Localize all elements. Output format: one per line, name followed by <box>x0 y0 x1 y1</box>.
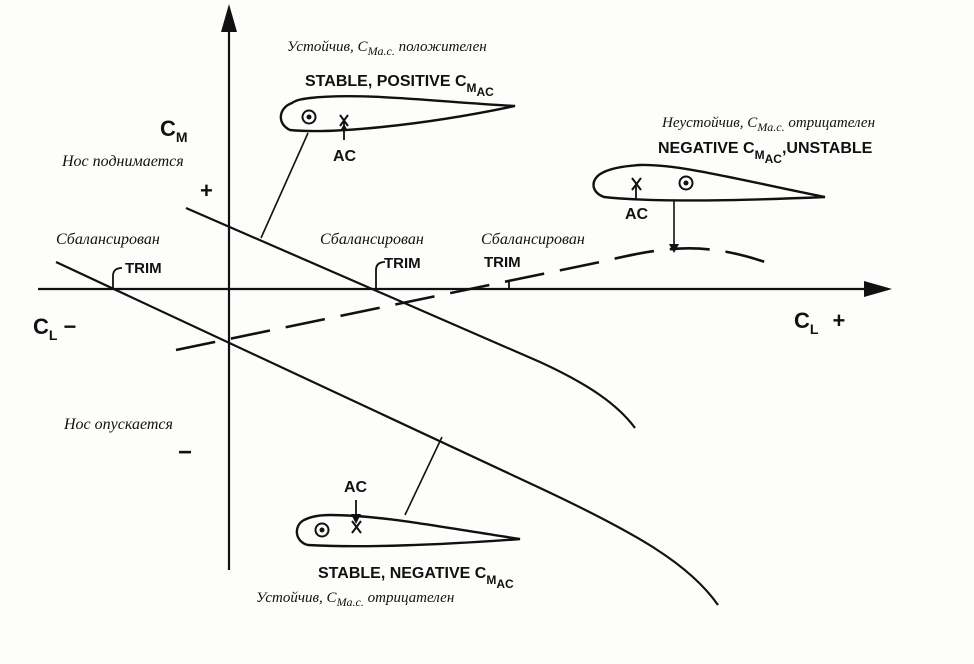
ac-arrow-top <box>340 124 348 131</box>
cg-symbol-top <box>301 109 317 125</box>
cg-symbol-right <box>678 175 694 191</box>
trim-ru-right: Сбалансирован <box>481 231 585 248</box>
axes <box>38 4 892 570</box>
stable-negative-en-label: STABLE, NEGATIVE CMAC <box>318 565 514 591</box>
trim-marker-left: TRIM Сбалансирован <box>56 231 162 288</box>
unstable-cmac-dashed-line <box>175 247 766 352</box>
trim-label-middle: TRIM <box>384 255 421 272</box>
ac-cross-right <box>631 177 642 191</box>
trim-leader-left <box>112 267 123 288</box>
stable-positive-en-label: STABLE, POSITIVE CMAC <box>305 73 494 99</box>
trim-marker-right: TRIM Сбалансирован <box>481 231 585 289</box>
nose-up-label: Нос поднимается <box>61 153 184 170</box>
cg-symbol-top-center <box>306 114 312 120</box>
cm-axis-arrowhead <box>221 4 237 32</box>
airfoil-top-outline <box>279 94 516 133</box>
nose-down-label: Нос опускается <box>63 416 173 433</box>
airfoil-bottom-outline <box>295 513 521 548</box>
airfoil-negative-unstable: AC Неустойчив, CMa.c. отрицателен NEGATI… <box>592 115 875 253</box>
ac-label-right: AC <box>625 206 649 223</box>
negative-unstable-en-label: NEGATIVE CMAC,UNSTABLE <box>658 140 873 166</box>
stable-positive-cmac-line <box>185 206 636 429</box>
trim-ru-middle: Сбалансирован <box>320 231 424 248</box>
airfoil-right-leader-arrow <box>669 244 679 253</box>
airfoil-stable-positive: AC Устойчив, CMa.c. положителен STABLE, … <box>260 39 516 239</box>
stable-negative-ru-label: Устойчив, CMa.c. отрицателен <box>256 590 454 609</box>
trim-leader-middle <box>375 261 386 288</box>
trim-label-right: TRIM <box>484 254 521 271</box>
cm-minus-sign: − <box>178 439 192 466</box>
cg-symbol-bottom <box>314 522 330 538</box>
airfoil-bottom-leader <box>404 436 443 516</box>
cm-axis-label: CM <box>160 116 188 145</box>
negative-unstable-ru-label: Неустойчив, CMa.c. отрицателен <box>661 115 875 134</box>
cl-minus-label: CL− <box>33 314 76 343</box>
ac-cross-bottom <box>351 520 362 534</box>
trim-ru-left: Сбалансирован <box>56 231 160 248</box>
cl-plus-label: CL+ <box>794 308 845 337</box>
cg-symbol-right-center <box>683 180 689 186</box>
cm-plus-sign: + <box>200 178 213 203</box>
cg-symbol-bottom-center <box>319 527 325 533</box>
trim-marker-middle: TRIM Сбалансирован <box>320 231 424 288</box>
airfoil-stable-negative: AC STABLE, NEGATIVE CMAC Устойчив, CMa.c… <box>256 436 521 609</box>
ac-cross-top <box>339 114 349 127</box>
stable-negative-cmac-line <box>55 261 719 606</box>
ac-arrow-bottom <box>351 514 361 524</box>
airfoil-right-outline <box>592 163 826 202</box>
ac-label-bottom: AC <box>344 479 368 496</box>
trim-label-left: TRIM <box>125 260 162 277</box>
ac-label-top: AC <box>333 148 357 165</box>
airfoil-top-leader <box>260 132 309 239</box>
cl-axis-arrowhead <box>864 281 892 297</box>
stable-positive-ru-label: Устойчив, CMa.c. положителен <box>287 39 487 58</box>
